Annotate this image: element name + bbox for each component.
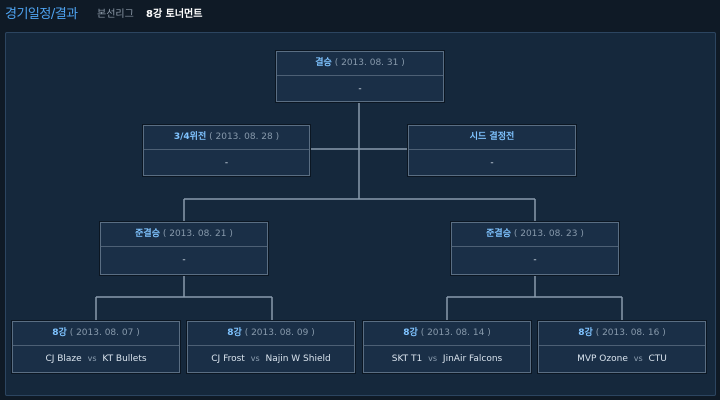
page-title: 경기일정/결과 — [5, 7, 78, 22]
team-home: CJ Frost — [211, 354, 245, 364]
match-date: ( 2013. 08. 21 ) — [162, 229, 233, 239]
match-header: 결승 ( 2013. 08. 31 ) — [277, 52, 443, 76]
stage-label: 시드 결정전 — [469, 132, 515, 142]
stage-label: 결승 — [315, 58, 332, 68]
top-bar: 경기일정/결과 본선리그 8강 토너먼트 — [0, 0, 720, 26]
match-quarterfinal-2[interactable]: 8강 ( 2013. 08. 09 ) CJ Frost vs Najin W … — [187, 321, 355, 373]
match-header: 3/4위전 ( 2013. 08. 28 ) — [144, 126, 309, 150]
match-header: 준결승 ( 2013. 08. 23 ) — [452, 223, 618, 247]
match-header: 시드 결정전 — [409, 126, 575, 150]
match-result: - — [490, 158, 494, 168]
match-header: 8강 ( 2013. 08. 14 ) — [364, 322, 530, 346]
match-quarterfinal-1[interactable]: 8강 ( 2013. 08. 07 ) CJ Blaze vs KT Bulle… — [12, 321, 180, 373]
match-semifinal-1[interactable]: 준결승 ( 2013. 08. 21 ) - — [100, 222, 268, 275]
stage-label: 8강 — [227, 328, 242, 338]
match-date: ( 2013. 08. 09 ) — [244, 328, 315, 338]
match-header: 8강 ( 2013. 08. 07 ) — [13, 322, 179, 346]
match-date: ( 2013. 08. 14 ) — [420, 328, 491, 338]
match-header: 8강 ( 2013. 08. 16 ) — [539, 322, 705, 346]
match-teams: CJ Blaze vs KT Bullets — [13, 346, 179, 372]
team-away: CTU — [648, 354, 667, 364]
match-date: ( 2013. 08. 31 ) — [334, 58, 405, 68]
tab-quarterfinal-tournament[interactable]: 8강 토너먼트 — [146, 9, 203, 20]
tab-league[interactable]: 본선리그 — [97, 9, 134, 20]
match-result: - — [533, 255, 537, 265]
vs-label: vs — [250, 354, 260, 363]
match-header: 준결승 ( 2013. 08. 21 ) — [101, 223, 267, 247]
vs-label: vs — [428, 354, 438, 363]
match-final[interactable]: 결승 ( 2013. 08. 31 ) - — [276, 51, 444, 102]
match-third-place[interactable]: 3/4위전 ( 2013. 08. 28 ) - — [143, 125, 310, 176]
stage-label: 8강 — [52, 328, 67, 338]
team-away: KT Bullets — [102, 354, 147, 364]
match-result: - — [358, 84, 362, 94]
vs-label: vs — [87, 354, 97, 363]
vs-label: vs — [633, 354, 643, 363]
team-home: CJ Blaze — [45, 354, 82, 364]
match-semifinal-2[interactable]: 준결승 ( 2013. 08. 23 ) - — [451, 222, 619, 275]
match-quarterfinal-4[interactable]: 8강 ( 2013. 08. 16 ) MVP Ozone vs CTU — [538, 321, 706, 373]
match-teams: MVP Ozone vs CTU — [539, 346, 705, 372]
stage-label: 준결승 — [135, 229, 160, 239]
match-date: ( 2013. 08. 16 ) — [595, 328, 666, 338]
stage-label: 3/4위전 — [173, 132, 207, 142]
team-away: JinAir Falcons — [442, 354, 503, 364]
match-seed-decider[interactable]: 시드 결정전 - — [408, 125, 576, 176]
stage-label: 준결승 — [486, 229, 511, 239]
match-date: ( 2013. 08. 23 ) — [513, 229, 584, 239]
stage-label: 8강 — [403, 328, 418, 338]
match-teams: SKT T1 vs JinAir Falcons — [364, 346, 530, 372]
team-home: MVP Ozone — [577, 354, 628, 364]
match-date: ( 2013. 08. 28 ) — [209, 132, 280, 142]
match-result: - — [224, 158, 229, 168]
match-date: ( 2013. 08. 07 ) — [69, 328, 140, 338]
stage-label: 8강 — [578, 328, 593, 338]
team-home: SKT T1 — [391, 354, 423, 364]
match-quarterfinal-3[interactable]: 8강 ( 2013. 08. 14 ) SKT T1 vs JinAir Fal… — [363, 321, 531, 373]
team-away: Najin W Shield — [265, 354, 331, 364]
match-teams: CJ Frost vs Najin W Shield — [188, 346, 354, 372]
match-header: 8강 ( 2013. 08. 09 ) — [188, 322, 354, 346]
match-result: - — [182, 255, 186, 265]
